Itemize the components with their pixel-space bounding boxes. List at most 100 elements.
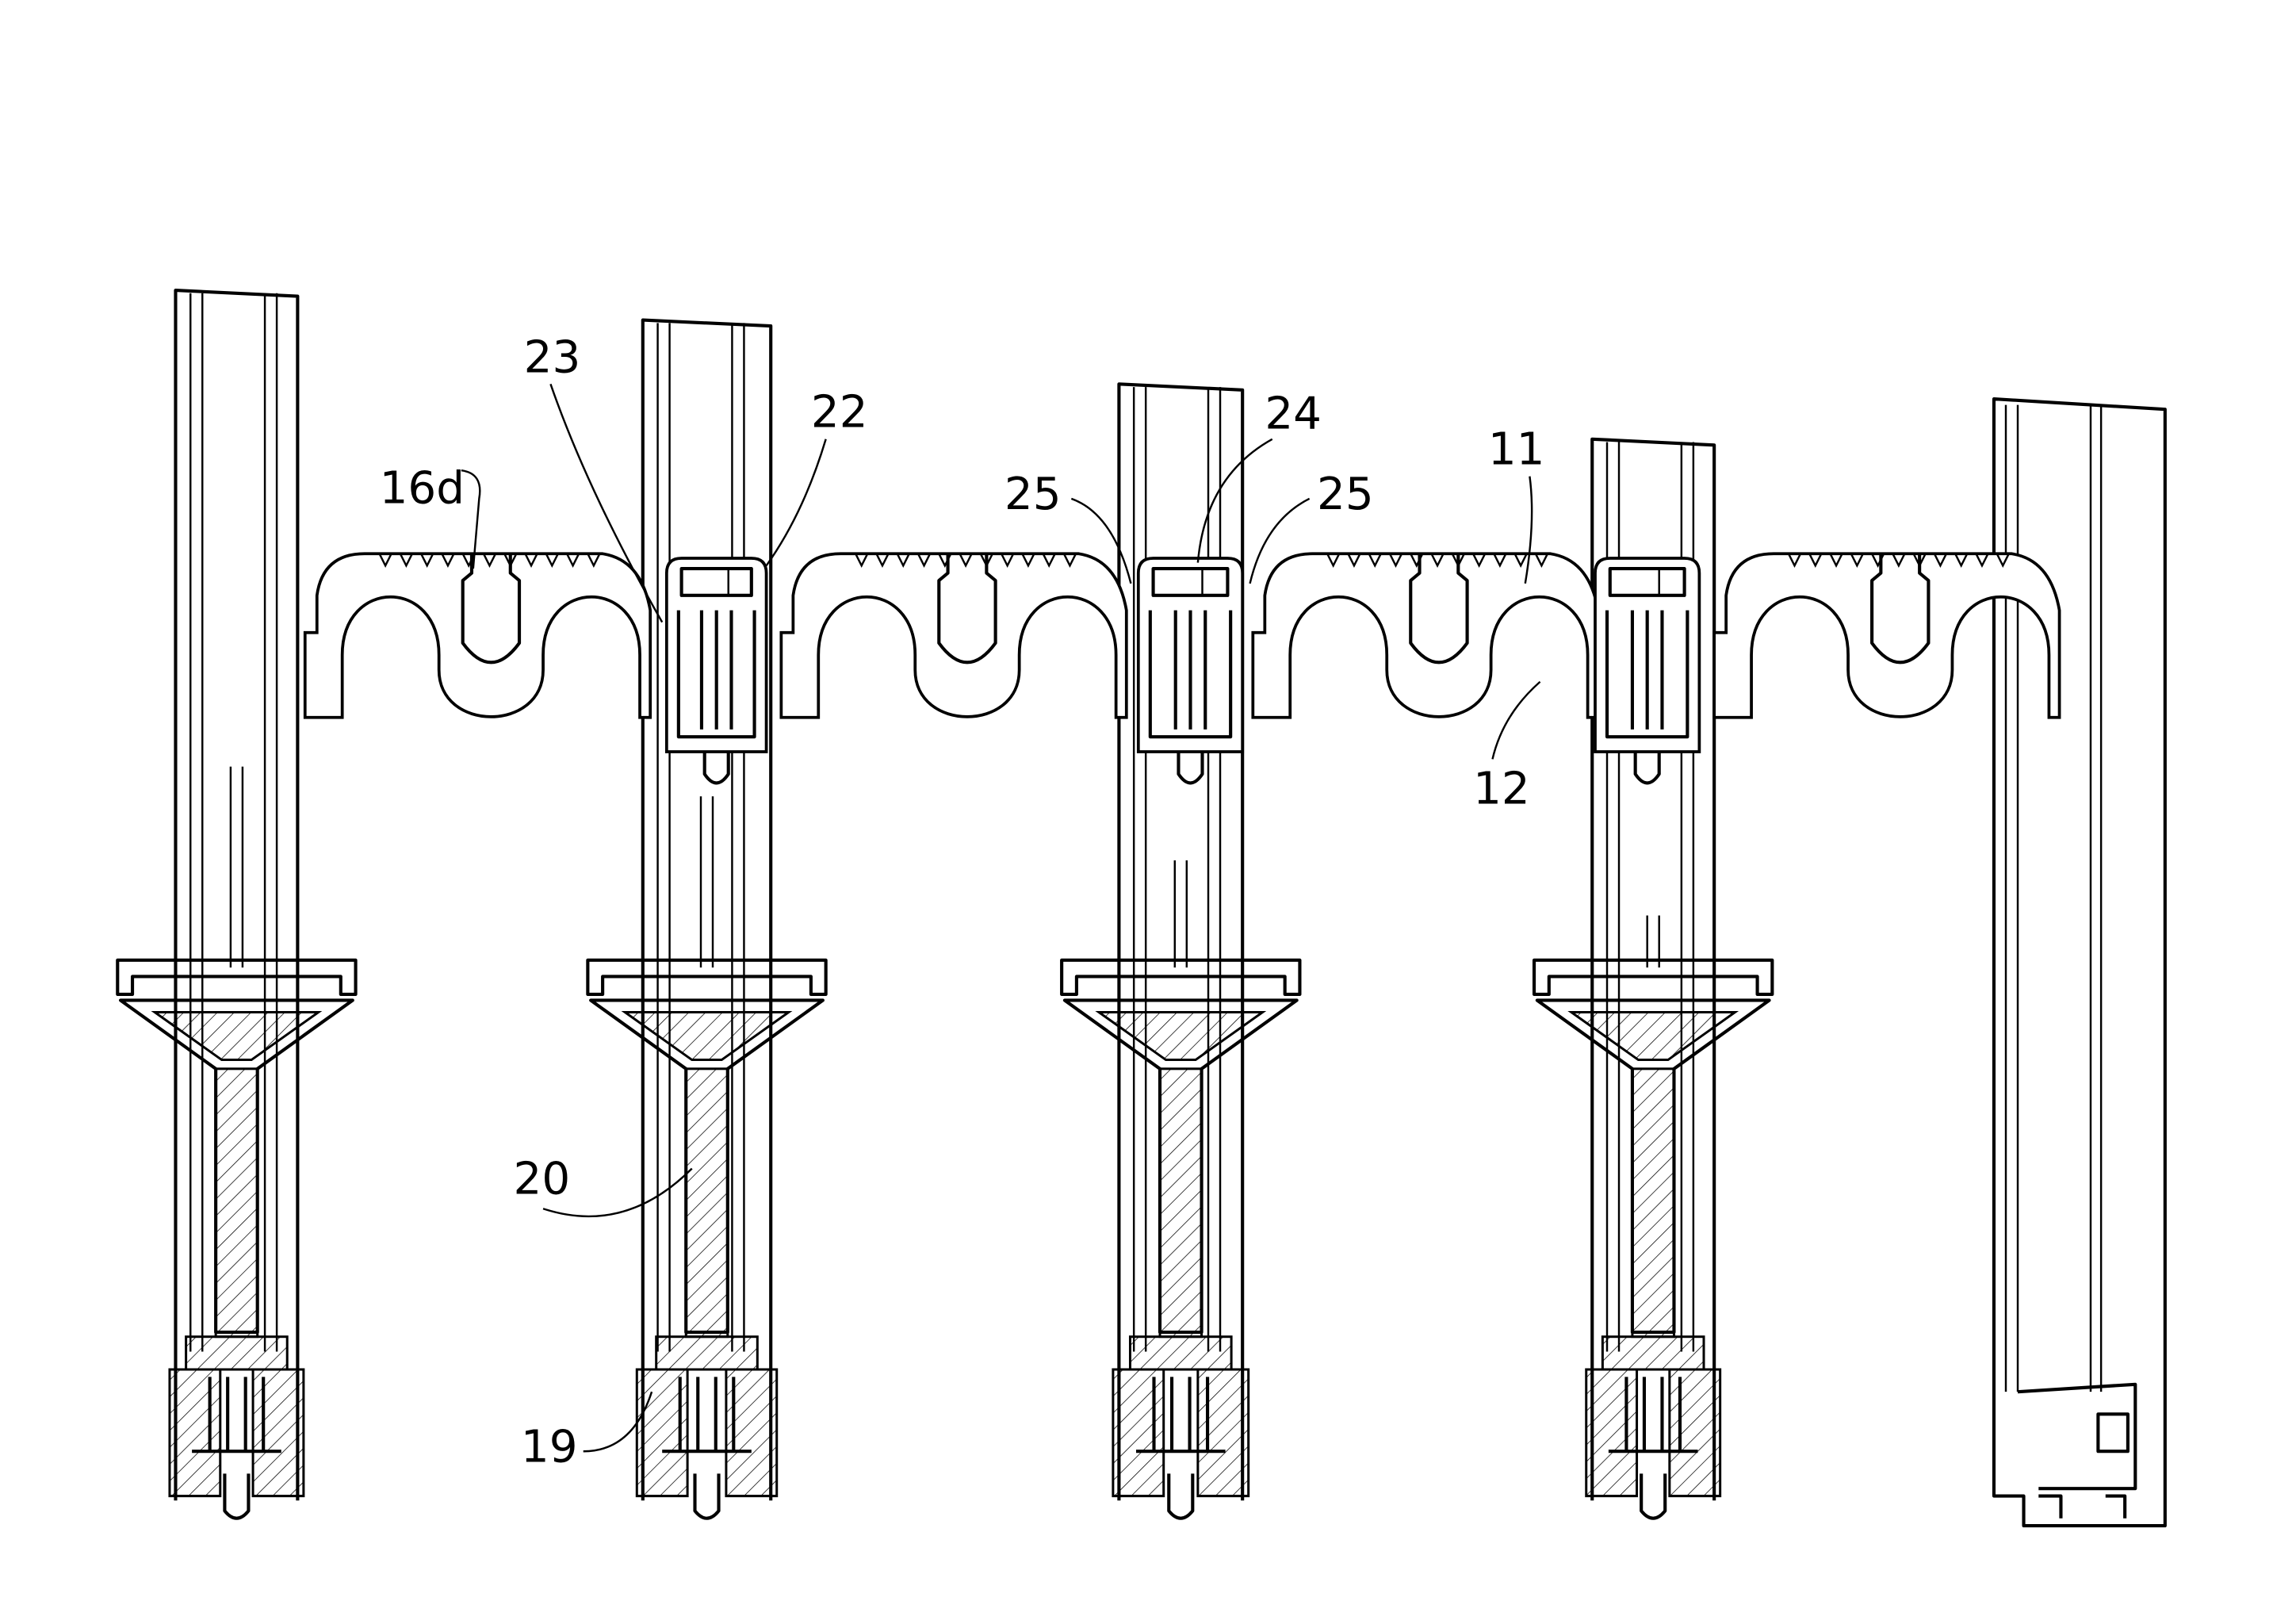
label-22-text: 22	[811, 387, 868, 439]
base-block	[1601, 1335, 1705, 1371]
label-11: 11	[1488, 424, 1545, 584]
base-pins	[1608, 1377, 1698, 1520]
hook-slot	[937, 553, 997, 665]
label-16d: 16d	[380, 462, 481, 569]
label-25-right-text: 25	[1317, 469, 1374, 520]
plate-teeth	[840, 553, 1077, 569]
plate-outline	[1251, 552, 1600, 719]
clip	[1594, 557, 1701, 785]
clip-hook	[1177, 751, 1204, 785]
leader-line	[1196, 438, 1273, 563]
post-outline	[1992, 397, 2167, 1528]
label-25-left-text: 25	[1004, 469, 1062, 520]
base-sides	[1585, 1368, 1722, 1498]
label-23: 23	[524, 331, 664, 623]
column	[684, 1067, 729, 1339]
label-23-text: 23	[524, 331, 581, 383]
chain-plate	[303, 552, 652, 719]
chain-plate	[1712, 552, 2061, 719]
post-outline	[641, 318, 773, 1501]
triangle-web	[621, 1010, 793, 1062]
base-sides	[168, 1368, 305, 1498]
chain-plates	[303, 552, 2061, 719]
end-block	[2017, 1382, 2137, 1519]
label-20: 20	[514, 1153, 693, 1218]
rod	[229, 766, 244, 968]
clip-window	[679, 567, 753, 597]
clip	[1136, 557, 1245, 785]
hook-slot	[1870, 553, 1931, 665]
rod	[699, 796, 714, 968]
leader-line	[1249, 497, 1311, 584]
label-20-text: 20	[514, 1153, 571, 1205]
column	[1158, 1067, 1203, 1339]
leader-line	[461, 469, 481, 569]
base-sides	[1112, 1368, 1250, 1498]
clip-window	[1151, 567, 1230, 597]
base-pins	[1135, 1377, 1226, 1520]
base-pins	[192, 1377, 281, 1520]
plate-teeth	[364, 553, 601, 569]
clip-legs	[676, 610, 756, 739]
base-block	[655, 1335, 759, 1371]
rod	[1173, 860, 1188, 968]
chain-plate	[779, 552, 1128, 719]
plate-outline	[1712, 552, 2061, 719]
base-pins	[662, 1377, 752, 1520]
leader-line	[765, 439, 827, 567]
post-outline	[1117, 382, 1245, 1501]
column	[214, 1067, 259, 1339]
label-25-left: 25	[1004, 469, 1132, 584]
leader-line	[1491, 680, 1541, 760]
clip-hook	[1633, 751, 1661, 785]
label-24: 24	[1196, 389, 1322, 563]
label-12-text: 12	[1473, 764, 1530, 815]
leader-line	[1070, 497, 1132, 584]
plate-outline	[779, 552, 1128, 719]
post	[586, 318, 828, 1520]
label-24-text: 24	[1265, 389, 1322, 440]
post	[1532, 437, 1774, 1520]
clip-hook	[702, 751, 730, 785]
post-outline	[174, 288, 300, 1501]
leader-line	[583, 1391, 653, 1453]
leader-line	[549, 383, 664, 623]
clip-legs	[1605, 610, 1689, 739]
leader-line	[542, 1167, 693, 1218]
plate-teeth	[1774, 553, 2010, 569]
label-19: 19	[521, 1391, 653, 1473]
hook-slot	[461, 553, 522, 665]
triangle-web	[151, 1010, 323, 1062]
reference-labels: 23 22 16d 25 24 25 11 12	[380, 331, 1545, 1473]
label-16d-text: 16d	[380, 462, 465, 514]
plate-teeth	[1312, 553, 1549, 569]
post	[1060, 382, 1302, 1520]
column	[1631, 1067, 1675, 1339]
posts	[116, 288, 2167, 1528]
label-11-text: 11	[1488, 424, 1545, 476]
clip-window	[1608, 567, 1686, 597]
clip-legs	[1148, 610, 1233, 739]
chain-plate	[1251, 552, 1600, 719]
leader-line	[1524, 476, 1533, 584]
triangle-web	[1567, 1010, 1739, 1062]
triangle-web	[1095, 1010, 1267, 1062]
clip	[664, 557, 768, 785]
post	[116, 288, 358, 1520]
t-bracket	[1060, 958, 1302, 997]
label-12: 12	[1473, 680, 1541, 815]
t-bracket	[1532, 958, 1774, 997]
label-19-text: 19	[521, 1421, 578, 1473]
plate-outline	[303, 552, 652, 719]
post-outline	[1590, 437, 1716, 1501]
t-bracket	[116, 958, 358, 997]
base-block	[1128, 1335, 1233, 1371]
t-bracket	[586, 958, 828, 997]
hook-slot	[1409, 553, 1469, 665]
label-25-right: 25	[1249, 469, 1374, 584]
base-block	[185, 1335, 289, 1371]
label-22: 22	[765, 387, 868, 567]
base-sides	[635, 1368, 779, 1498]
